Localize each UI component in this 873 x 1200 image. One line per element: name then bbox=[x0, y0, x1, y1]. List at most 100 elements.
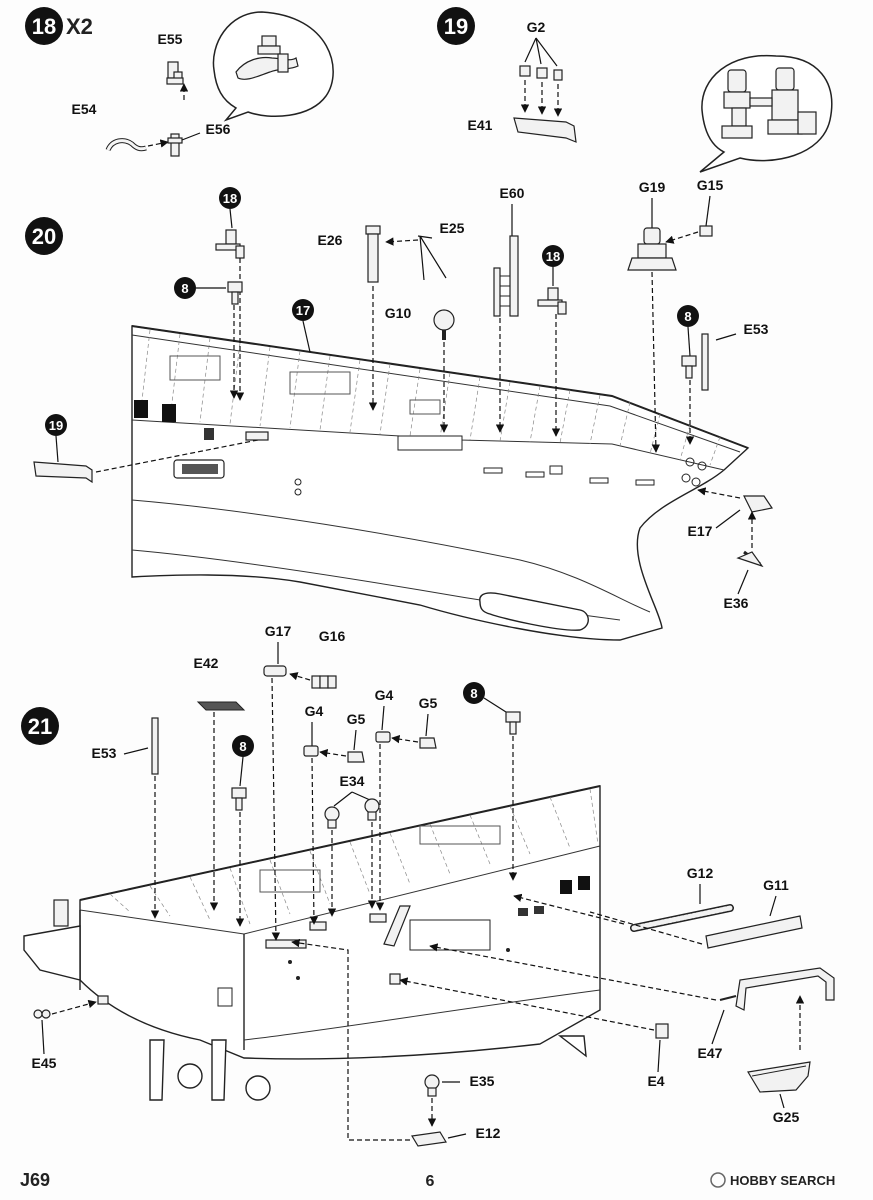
step-19-number: 19 bbox=[444, 14, 468, 39]
hull-opening bbox=[162, 404, 176, 422]
step-20-badge bbox=[25, 217, 63, 255]
step-19: 19 G2 E41 bbox=[437, 7, 833, 173]
step-18-number: 18 bbox=[32, 14, 56, 39]
part-e55-assembly-left bbox=[215, 229, 245, 259]
ref-19: 19 bbox=[49, 418, 63, 433]
watermark: HOBBY SEARCH bbox=[710, 1172, 835, 1188]
part-e35 bbox=[424, 1074, 440, 1097]
step-19-badge bbox=[437, 7, 475, 45]
part-e12 bbox=[411, 1131, 447, 1147]
label-e25: E25 bbox=[440, 220, 465, 236]
watermark-text: HOBBY SEARCH bbox=[730, 1173, 835, 1188]
part-e55-assembly-right bbox=[537, 287, 567, 315]
label-e54: E54 bbox=[72, 101, 97, 117]
part-8-assembly-stern bbox=[231, 787, 247, 811]
label-e47: E47 bbox=[698, 1045, 723, 1061]
label-e56: E56 bbox=[206, 121, 231, 137]
hull-opening bbox=[134, 400, 148, 418]
label-g17: G17 bbox=[265, 623, 292, 639]
label-g2: G2 bbox=[527, 19, 546, 35]
step-20: 20 bbox=[25, 177, 773, 641]
stern-bay bbox=[409, 919, 491, 951]
bow-opening bbox=[479, 592, 589, 631]
part-g2-set bbox=[519, 65, 563, 81]
part-8-assembly-stern-right bbox=[505, 711, 521, 735]
step-21: 21 bbox=[21, 623, 835, 1147]
label-e45: E45 bbox=[32, 1055, 57, 1071]
ref-18-a: 18 bbox=[223, 191, 237, 206]
part-e36-anchor bbox=[736, 550, 764, 568]
label-g25: G25 bbox=[773, 1109, 800, 1125]
label-e41: E41 bbox=[468, 117, 493, 133]
part-8-assembly-right bbox=[681, 355, 697, 379]
part-e53-top bbox=[701, 333, 709, 391]
detail-g2-e41-assembly bbox=[721, 67, 817, 139]
part-g15 bbox=[699, 225, 713, 237]
kit-code: J69 bbox=[20, 1170, 50, 1190]
label-e53-bottom: E53 bbox=[92, 745, 117, 761]
step-21-number: 21 bbox=[28, 714, 52, 739]
ref-17-badge bbox=[292, 299, 314, 321]
label-g19: G19 bbox=[639, 179, 666, 195]
page-number: 6 bbox=[426, 1173, 435, 1190]
stair bbox=[383, 905, 411, 947]
label-g4-left: G4 bbox=[305, 703, 324, 719]
part-e47-rail bbox=[719, 967, 835, 1011]
part-g17 bbox=[263, 665, 287, 677]
part-e17 bbox=[743, 495, 773, 513]
part-g19 bbox=[627, 227, 677, 271]
label-e53-top: E53 bbox=[744, 321, 769, 337]
label-g5-left: G5 bbox=[347, 711, 366, 727]
part-e56 bbox=[167, 133, 183, 157]
ref-17: 17 bbox=[296, 303, 310, 318]
part-e34 bbox=[324, 798, 380, 829]
rudder bbox=[149, 1039, 165, 1101]
label-g12: G12 bbox=[687, 865, 714, 881]
ref-18-b: 18 bbox=[546, 249, 560, 264]
part-e41 bbox=[513, 117, 577, 143]
label-g10: G10 bbox=[385, 305, 412, 321]
part-e26 bbox=[365, 225, 381, 283]
part-g5-right bbox=[419, 737, 437, 749]
label-e36: E36 bbox=[724, 595, 749, 611]
part-g11 bbox=[705, 915, 803, 949]
ref-8-a: 8 bbox=[181, 281, 188, 296]
label-e42: E42 bbox=[194, 655, 219, 671]
part-e4 bbox=[655, 1023, 669, 1039]
label-g4-right: G4 bbox=[375, 687, 394, 703]
step-20-number: 20 bbox=[32, 224, 56, 249]
hull-bow-section bbox=[131, 325, 750, 641]
label-e12: E12 bbox=[476, 1125, 501, 1141]
part-e25 bbox=[417, 235, 447, 281]
step-18-badge bbox=[25, 7, 63, 45]
label-e60: E60 bbox=[500, 185, 525, 201]
ref-8-c: 8 bbox=[239, 739, 246, 754]
label-e26: E26 bbox=[318, 232, 343, 248]
label-e55: E55 bbox=[158, 31, 183, 47]
part-g25-boat bbox=[747, 1061, 811, 1093]
propeller bbox=[245, 1075, 271, 1101]
part-g10 bbox=[433, 309, 455, 340]
label-g15: G15 bbox=[697, 177, 724, 193]
part-e45 bbox=[33, 1009, 51, 1019]
label-e34: E34 bbox=[340, 773, 365, 789]
part-8-assembly-left bbox=[227, 281, 243, 305]
part-e41-assembly bbox=[33, 461, 93, 484]
label-e35: E35 bbox=[470, 1073, 495, 1089]
step-18-multiplier: X2 bbox=[66, 14, 93, 39]
part-g4-right bbox=[375, 731, 391, 743]
ref-8-b: 8 bbox=[684, 309, 691, 324]
part-g5-left bbox=[347, 751, 365, 763]
label-e4: E4 bbox=[647, 1073, 664, 1089]
part-e53-bottom bbox=[151, 717, 159, 775]
label-e17: E17 bbox=[688, 523, 713, 539]
part-g16 bbox=[311, 675, 337, 689]
stern-platform bbox=[23, 925, 81, 981]
detail-e54-e55-assembly bbox=[235, 35, 299, 80]
step-18: 18 X2 E55 E54 E56 bbox=[25, 7, 334, 157]
ref-8-d: 8 bbox=[470, 686, 477, 701]
part-g4-left bbox=[303, 745, 319, 757]
label-g5-right: G5 bbox=[419, 695, 438, 711]
footer: J69 6 HOBBY SEARCH bbox=[20, 1170, 835, 1190]
